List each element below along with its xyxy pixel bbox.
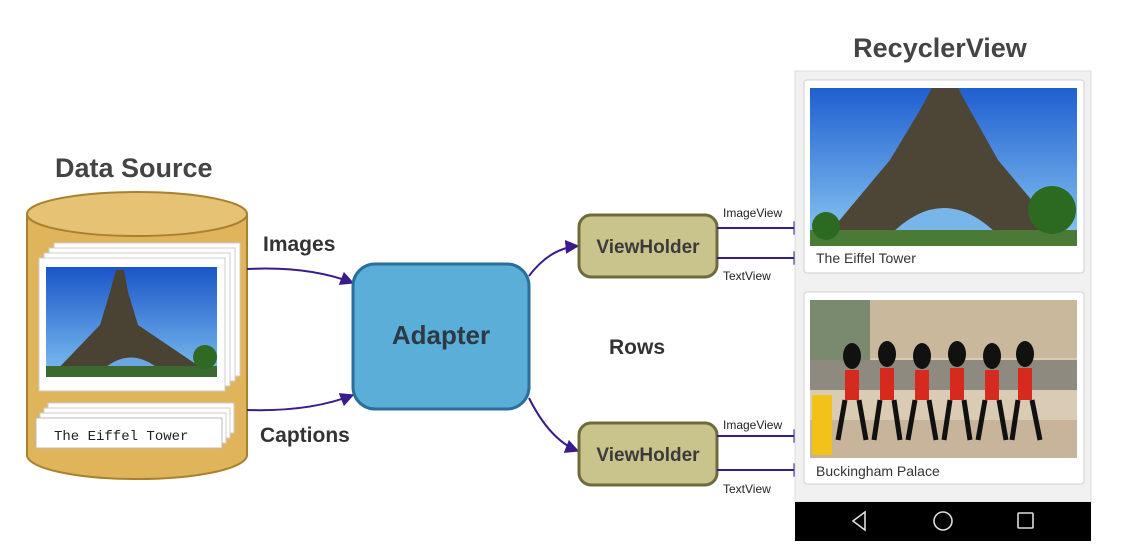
viewholder-label: ViewHolder: [596, 445, 700, 466]
images-flow-label: Images: [263, 233, 335, 256]
recents-icon[interactable]: [1017, 512, 1034, 529]
caption-card-text: The Eiffel Tower: [54, 429, 188, 445]
captions-arrow: [246, 393, 355, 412]
data-source-title: Data Source: [55, 153, 213, 183]
textview-label: TextView: [723, 269, 771, 283]
eiffel-tower-image: [46, 267, 217, 377]
navigation-bar: [795, 502, 1091, 541]
list-item[interactable]: Buckingham Palace: [803, 291, 1085, 485]
viewholder-box: [577, 421, 719, 487]
home-icon[interactable]: [933, 511, 953, 531]
row-caption: The Eiffel Tower: [816, 250, 916, 266]
imageview-label: ImageView: [723, 206, 782, 220]
images-arrow: [246, 267, 355, 285]
row-caption: Buckingham Palace: [816, 463, 940, 479]
recyclerview-title: RecyclerView: [853, 33, 1028, 63]
imageview-label: ImageView: [723, 418, 782, 432]
viewholder-box: [577, 213, 719, 279]
back-icon[interactable]: [851, 510, 866, 532]
adapter-to-viewholder-2-arrow: [528, 397, 580, 453]
buckingham-palace-image: [810, 300, 1077, 458]
captions-flow-label: Captions: [260, 424, 350, 447]
textview-label: TextView: [723, 482, 771, 496]
adapter-box: [351, 262, 531, 411]
viewholder-label: ViewHolder: [596, 237, 700, 258]
adapter-label: Adapter: [392, 320, 490, 350]
adapter-to-viewholder-1-arrow: [528, 239, 580, 277]
photo-stack: [38, 242, 241, 392]
eiffel-tower-image: [810, 88, 1077, 246]
caption-stack: [35, 402, 235, 449]
list-item[interactable]: The Eiffel Tower: [803, 79, 1085, 274]
rows-label: Rows: [609, 336, 665, 359]
